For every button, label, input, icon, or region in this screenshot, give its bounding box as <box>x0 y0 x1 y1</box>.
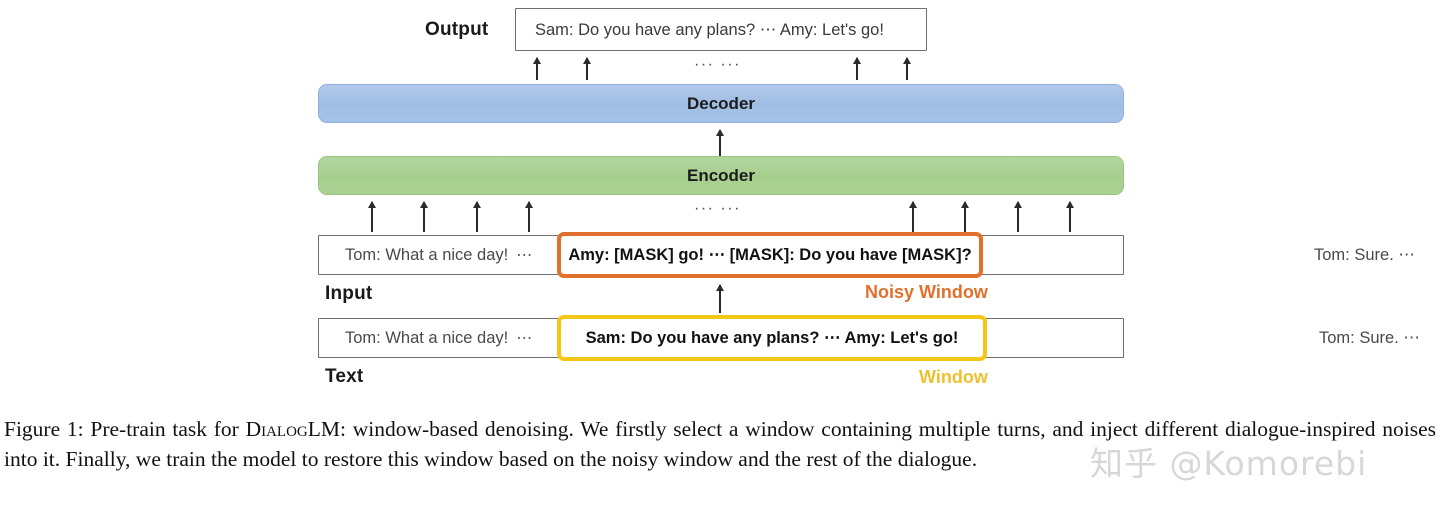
input-left-text: Tom: What a nice day! <box>345 245 509 264</box>
caption-body: : window-based denoising. We firstly sel… <box>4 417 1437 471</box>
arrow-input-to-encoder-6 <box>960 201 969 232</box>
input-label: Input <box>325 283 373 304</box>
arrow-text-to-input <box>715 284 724 313</box>
arrow-decoder-to-output-2 <box>582 57 591 80</box>
arrow-input-to-encoder-1 <box>367 201 376 232</box>
caption-prefix: Figure 1: Pre-train task for <box>4 417 246 441</box>
text-left-ellipsis: ⋯ <box>516 330 534 347</box>
arrow-input-to-encoder-2 <box>419 201 428 232</box>
text-right-text: Tom: Sure. ⋯ <box>1319 329 1420 347</box>
noisy-window-caption: Noisy Window <box>865 282 988 302</box>
arrow-decoder-to-output-4 <box>902 57 911 80</box>
caption-model-name: DialogLM <box>245 417 341 441</box>
input-sequence-box: Tom: What a nice day! ⋯ Tom: Sure. ⋯ <box>318 235 1415 275</box>
arrow-decoder-to-output-1 <box>532 57 541 80</box>
decoder-label: Decoder <box>686 93 756 113</box>
clean-window-caption: Window <box>919 367 988 387</box>
arrow-input-to-encoder-5 <box>908 201 917 232</box>
clean-window-text: Sam: Do you have any plans? ⋯ Amy: Let's… <box>585 329 959 347</box>
output-label: Output <box>425 19 489 40</box>
arrow-input-to-encoder-7 <box>1013 201 1022 232</box>
output-sequence-box: Sam: Do you have any plans? ⋯ Amy: Let's… <box>515 8 927 51</box>
arrow-input-to-encoder-3 <box>472 201 481 232</box>
encoder-label: Encoder <box>686 165 756 185</box>
arrow-decoder-to-output-3 <box>852 57 861 80</box>
noisy-window-box: Amy: [MASK] go! ⋯ [MASK]: Do you have [M… <box>557 232 983 278</box>
decoder-gap-ellipsis: ··· ··· <box>694 56 741 73</box>
clean-window-box: Sam: Do you have any plans? ⋯ Amy: Let's… <box>557 315 987 361</box>
decoder-block: Decoder <box>318 84 1124 123</box>
input-right-text: Tom: Sure. ⋯ <box>1314 246 1415 264</box>
text-label: Text <box>325 366 364 387</box>
arrow-encoder-to-decoder <box>715 129 724 156</box>
arrow-input-to-encoder-8 <box>1065 201 1074 232</box>
figure-caption: Figure 1: Pre-train task for DialogLM: w… <box>4 414 1436 474</box>
input-left-ellipsis: ⋯ <box>516 247 534 264</box>
encoder-gap-ellipsis: ··· ··· <box>694 200 741 217</box>
noisy-window-text: Amy: [MASK] go! ⋯ [MASK]: Do you have [M… <box>568 246 972 264</box>
text-left-text: Tom: What a nice day! <box>345 328 509 347</box>
arrow-input-to-encoder-4 <box>524 201 533 232</box>
encoder-block: Encoder <box>318 156 1124 195</box>
output-sequence-text: Sam: Do you have any plans? ⋯ Amy: Let's… <box>535 20 884 39</box>
